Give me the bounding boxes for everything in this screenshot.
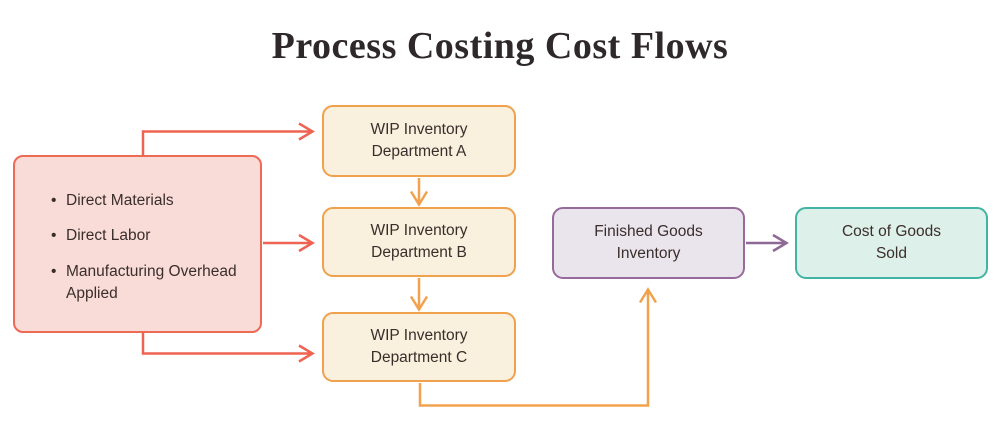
arrow-dept-c-to-finished-goods	[418, 287, 658, 407]
arrow-inputs-to-dept-b	[263, 233, 315, 253]
cogs-label: Cost of Goods Sold	[841, 223, 942, 262]
wip-dept-c-label: WIP Inventory Department C	[370, 327, 468, 366]
finished-goods-label: Finished Goods Inventory	[594, 223, 703, 262]
wip-dept-c-box: WIP Inventory Department C	[322, 312, 516, 382]
wip-dept-a-box: WIP Inventory Department A	[322, 105, 516, 177]
wip-dept-b-box: WIP Inventory Department B	[322, 207, 516, 277]
arrow-dept-b-to-dept-c	[409, 278, 429, 312]
list-item-direct-labor: Direct Labor	[51, 225, 244, 248]
wip-dept-a-label: WIP Inventory Department A	[370, 121, 468, 160]
cogs-box: Cost of Goods Sold	[795, 207, 988, 279]
finished-goods-box: Finished Goods Inventory	[552, 207, 745, 279]
arrow-dept-a-to-dept-b	[409, 178, 429, 207]
inputs-box: Direct Materials Direct Labor Manufactur…	[13, 155, 262, 333]
diagram-title: Process Costing Cost Flows	[271, 25, 729, 67]
arrow-inputs-to-dept-a	[141, 122, 315, 156]
wip-dept-b-label: WIP Inventory Department B	[370, 222, 468, 261]
list-item-direct-materials: Direct Materials	[51, 190, 244, 213]
arrow-inputs-to-dept-c	[141, 332, 315, 363]
arrow-finished-goods-to-cogs	[746, 233, 789, 253]
list-item-manufacturing-overhead: Manufacturing Overhead Applied	[51, 261, 244, 306]
inputs-list: Direct Materials Direct Labor Manufactur…	[15, 157, 260, 306]
